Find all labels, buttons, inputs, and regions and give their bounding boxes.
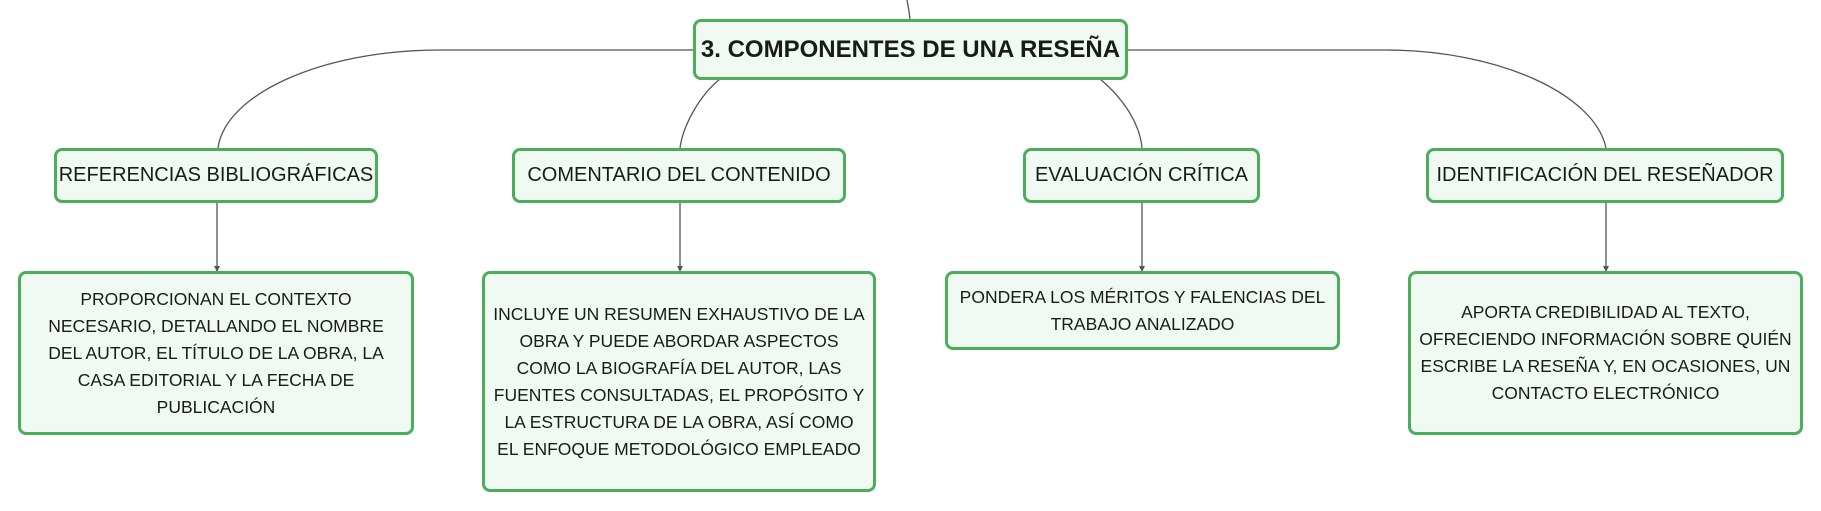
branch-label: COMENTARIO DEL CONTENIDO: [527, 164, 831, 186]
connector-root-branch-3: [1099, 78, 1143, 149]
description-text: APORTA CREDIBILIDAD AL TEXTO, OFRECIENDO…: [1419, 302, 1792, 403]
description-node-referencias[interactable]: PROPORCIONAN EL CONTEXTO NECESARIO, DETA…: [18, 271, 414, 435]
description-node-comentario[interactable]: INCLUYE UN RESUMEN EXHAUSTIVO DE LA OBRA…: [482, 271, 876, 492]
connector-root-branch-1: [217, 49, 693, 149]
arrowhead-2: [677, 266, 683, 272]
connector-root-branch-2: [679, 78, 721, 149]
branch-node-comentario[interactable]: COMENTARIO DEL CONTENIDO: [512, 148, 846, 203]
branch-node-evaluacion[interactable]: EVALUACIÓN CRÍTICA: [1023, 148, 1260, 203]
root-label: 3. COMPONENTES DE UNA RESEÑA: [700, 35, 1121, 63]
description-text: PROPORCIONAN EL CONTEXTO NECESARIO, DETA…: [48, 288, 384, 417]
branch-label: EVALUACIÓN CRÍTICA: [1035, 164, 1248, 186]
branch-label: IDENTIFICACIÓN DEL RESEÑADOR: [1436, 164, 1774, 186]
root-node[interactable]: 3. COMPONENTES DE UNA RESEÑA: [693, 19, 1128, 80]
description-node-identificacion[interactable]: APORTA CREDIBILIDAD AL TEXTO, OFRECIENDO…: [1408, 271, 1803, 435]
description-text: PONDERA LOS MÉRITOS Y FALENCIAS DEL TRAB…: [959, 286, 1326, 334]
description-node-evaluacion[interactable]: PONDERA LOS MÉRITOS Y FALENCIAS DEL TRAB…: [945, 271, 1340, 350]
description-text: INCLUYE UN RESUMEN EXHAUSTIVO DE LA OBRA…: [493, 303, 865, 459]
branch-node-referencias[interactable]: REFERENCIAS BIBLIOGRÁFICAS: [54, 148, 378, 203]
arrowhead-3: [1139, 266, 1145, 272]
arrowhead-1: [214, 266, 220, 272]
arrowhead-4: [1603, 266, 1609, 272]
connector-root-branch-4: [1128, 49, 1607, 149]
branch-node-identificacion[interactable]: IDENTIFICACIÓN DEL RESEÑADOR: [1426, 148, 1784, 203]
branch-label: REFERENCIAS BIBLIOGRÁFICAS: [58, 164, 374, 186]
connector-parent: [906, 0, 911, 20]
